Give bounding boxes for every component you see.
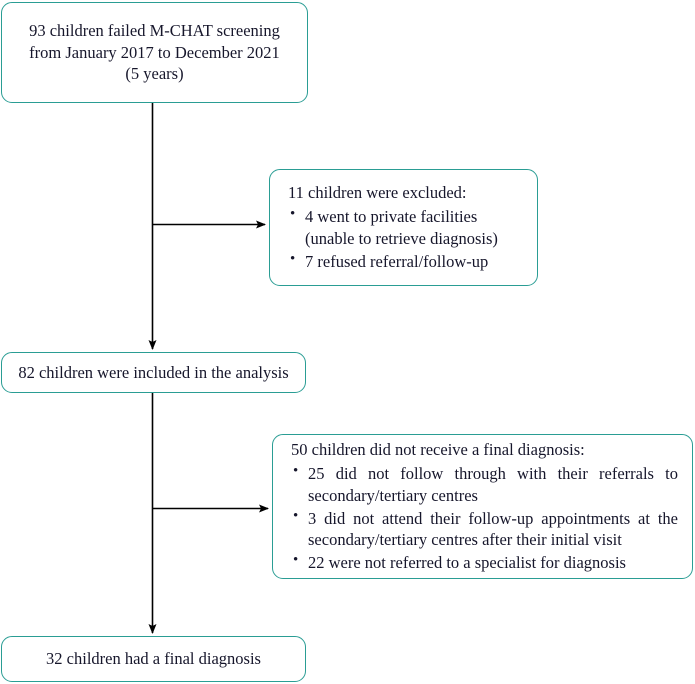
node-included: 82 children were included in the analysi…: [1, 352, 306, 393]
list-item: 4 went to private facilities (unable to …: [288, 205, 523, 250]
node-no-diagnosis-bullet-list: 25 did not follow through with their ref…: [291, 462, 678, 574]
node-excluded-heading: 11 children were excluded:: [288, 183, 467, 203]
list-item: 22 were not referred to a specialist for…: [291, 551, 678, 574]
node-excluded: 11 children were excluded: 4 went to pri…: [269, 169, 538, 286]
node-included-text: 82 children were included in the analysi…: [18, 362, 289, 382]
list-item: 3 did not attend their follow-up appoint…: [291, 507, 678, 552]
node-screening-line-1: 93 children failed M-CHAT screening: [29, 20, 280, 40]
node-diagnosed-text: 32 children had a final diagnosis: [46, 649, 261, 669]
node-screening-text: 93 children failed M-CHAT screening from…: [2, 20, 307, 86]
list-item: 7 refused referral/follow-up: [288, 250, 523, 273]
list-item: 25 did not follow through with their ref…: [291, 462, 678, 507]
node-no-diagnosis-heading: 50 children did not receive a final diag…: [291, 440, 585, 460]
node-diagnosed: 32 children had a final diagnosis: [1, 636, 306, 682]
node-screening-line-2: from January 2017 to December 2021: [29, 42, 280, 62]
node-excluded-bullet-list: 4 went to private facilities (unable to …: [288, 205, 523, 272]
node-screening-line-3: (5 years): [125, 64, 184, 84]
node-screening: 93 children failed M-CHAT screening from…: [1, 2, 308, 103]
node-no-diagnosis: 50 children did not receive a final diag…: [272, 434, 693, 579]
